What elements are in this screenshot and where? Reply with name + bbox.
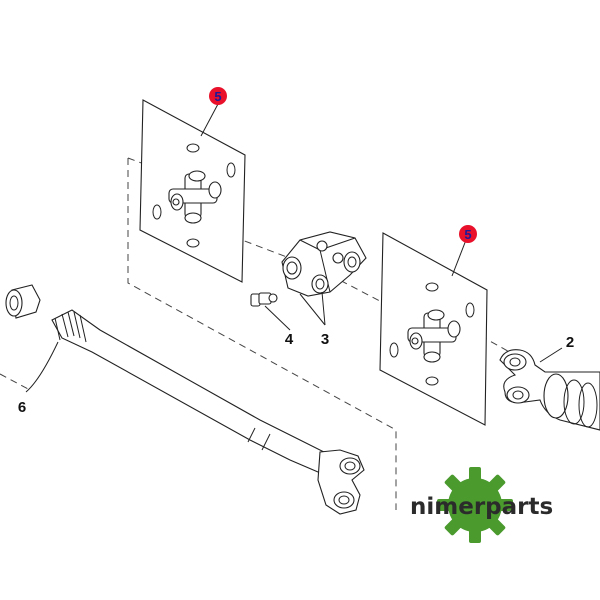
badge-circle [459,225,477,243]
badge-circle [209,87,227,105]
slip-yoke-shaft [499,349,600,431]
universal-joint-kit-top [139,99,246,283]
double-cardan-coupler [281,231,367,297]
grease-fitting [250,292,278,307]
callout-badge-kit-right: 5 [459,225,477,243]
logo-text: nimerparts [410,494,553,520]
callout-5-right: 5 [464,227,471,242]
callout-3: 3 [321,331,329,348]
gear-icon [437,467,513,543]
brand-logo: nimerparts [410,467,553,543]
callout-6: 6 [18,399,26,416]
callout-badge-kit-top: 5 [209,87,227,105]
axle-shaft [51,309,365,515]
leader-lines [0,103,563,393]
callout-5-top: 5 [214,89,221,104]
universal-joint-kit-right [379,232,488,426]
callout-4: 4 [285,331,294,348]
shaft-seal [5,284,41,319]
callout-2: 2 [566,334,574,351]
